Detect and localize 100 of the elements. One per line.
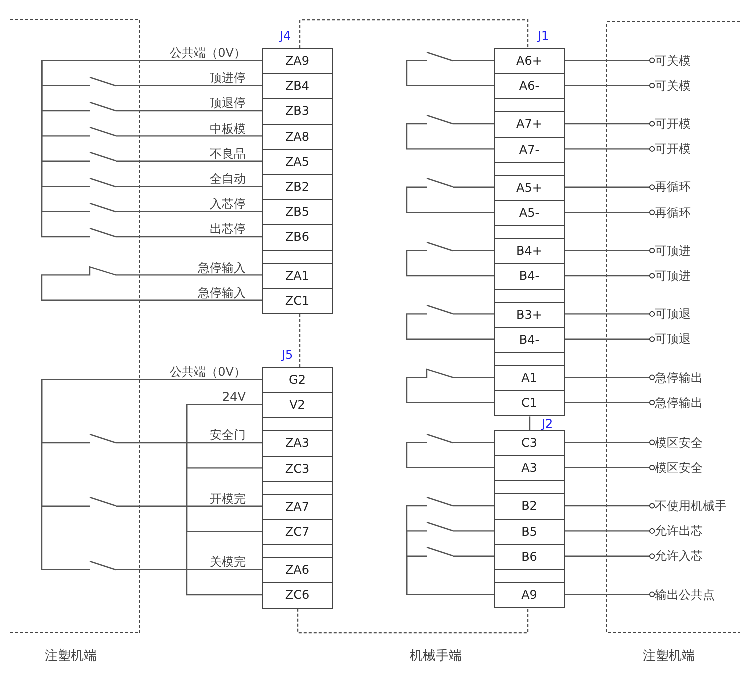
terminal-cell	[494, 582, 565, 608]
wire	[116, 211, 262, 212]
empty-terminal-cell	[494, 288, 565, 302]
pin-label: B2	[522, 499, 538, 514]
pin-label: ZA9	[285, 54, 310, 68]
pin-label: A3	[522, 461, 538, 476]
terminal-cell	[494, 364, 565, 390]
empty-terminal-cell	[494, 480, 565, 494]
pin-label: ZA6	[285, 563, 310, 578]
terminal-cell	[494, 518, 565, 544]
wire	[565, 146, 656, 152]
pin-label: V2	[290, 398, 306, 412]
empty-terminal-cell	[494, 568, 565, 582]
wire-label: 公共端（0V）	[170, 46, 246, 60]
signal-label: 模区安全	[655, 434, 703, 451]
terminal-cell	[494, 73, 565, 98]
wire	[453, 250, 494, 252]
switch-symbol	[90, 228, 116, 237]
cable-line	[297, 608, 529, 634]
signal-label: 急停输出	[655, 370, 703, 386]
signal-label: 再循环	[655, 179, 691, 196]
signal-label: 允许入芯	[655, 548, 703, 564]
terminal-cell	[262, 456, 333, 481]
wire	[453, 60, 494, 62]
region-label: 机械手端	[410, 648, 462, 665]
wire-label: 开模完	[210, 492, 246, 506]
empty-terminal-cell	[262, 417, 333, 430]
block-heading: J5	[282, 348, 294, 362]
empty-terminal-cell	[262, 480, 333, 494]
wire	[116, 569, 262, 570]
wire	[453, 556, 494, 557]
wire-label: 关模完	[210, 555, 246, 570]
empty-terminal-cell	[494, 225, 565, 238]
pin-label: ZB3	[285, 104, 310, 118]
wire	[406, 556, 494, 596]
wire	[565, 336, 656, 342]
empty-terminal-cell	[494, 352, 565, 365]
terminal-cell	[494, 238, 565, 264]
pin-label: G2	[289, 373, 306, 388]
pin-label: B4-	[519, 332, 540, 347]
block-heading: J2	[542, 417, 554, 431]
wire	[565, 273, 656, 279]
wire	[406, 368, 494, 404]
terminal-cell	[494, 326, 565, 352]
pin-label: ZB2	[285, 180, 310, 194]
wire	[453, 186, 494, 188]
wire	[453, 530, 494, 532]
wire	[116, 442, 262, 444]
empty-terminal-cell	[262, 544, 333, 558]
wire-label: 出芯停	[210, 222, 246, 236]
block-heading: J4	[280, 29, 292, 43]
switch-symbol	[427, 522, 453, 532]
pin-label: A1	[522, 370, 538, 385]
signal-label: 允许出芯	[655, 523, 703, 540]
signal-label: 可开模	[655, 116, 691, 132]
wire	[116, 506, 262, 507]
terminal-cell	[494, 48, 565, 74]
wire	[453, 123, 494, 125]
wire	[186, 404, 262, 596]
wire	[565, 592, 656, 598]
wire-label: 不良品	[210, 146, 246, 161]
wire	[41, 266, 262, 301]
wire	[453, 314, 494, 315]
pin-label: ZC1	[285, 294, 310, 308]
switch-symbol	[427, 497, 453, 506]
pin-label: ZB5	[285, 205, 310, 220]
pin-label: ZA7	[285, 500, 310, 514]
region-label: 注塑机端	[643, 648, 695, 665]
signal-label: 输出公共点	[655, 586, 715, 603]
terminal-cell	[494, 263, 565, 288]
wire-label: 急停输入	[198, 286, 246, 300]
switch-symbol	[90, 152, 116, 162]
pin-label: ZB6	[285, 230, 310, 244]
pin-label: ZC6	[285, 588, 310, 602]
wire-label: 全自动	[210, 172, 246, 186]
wire	[565, 465, 656, 471]
terminal-cell	[494, 200, 565, 226]
switch-symbol	[90, 434, 116, 443]
signal-label: 可顶退	[655, 331, 691, 348]
switch-symbol	[90, 178, 116, 187]
wire-label: 24V	[222, 390, 246, 404]
signal-label: 模区安全	[655, 460, 703, 476]
empty-terminal-cell	[494, 98, 565, 112]
wire	[565, 58, 656, 64]
terminal-cell	[494, 430, 565, 456]
signal-label: 可开模	[655, 141, 691, 158]
signal-label: 再循环	[655, 204, 691, 221]
switch-symbol	[427, 434, 453, 443]
signal-label: 可顶退	[655, 306, 691, 322]
pin-label: ZC3	[285, 462, 310, 476]
pin-label: C1	[521, 396, 538, 410]
pin-label: A7+	[516, 117, 542, 132]
wire	[565, 440, 656, 446]
signal-label: 急停输出	[655, 394, 703, 411]
signal-label: 可关模	[655, 78, 691, 94]
wire	[565, 400, 656, 406]
wire-label: 顶退停	[210, 96, 246, 110]
terminal-cell	[494, 455, 565, 480]
terminal-cell	[494, 136, 565, 162]
wire	[529, 416, 531, 430]
